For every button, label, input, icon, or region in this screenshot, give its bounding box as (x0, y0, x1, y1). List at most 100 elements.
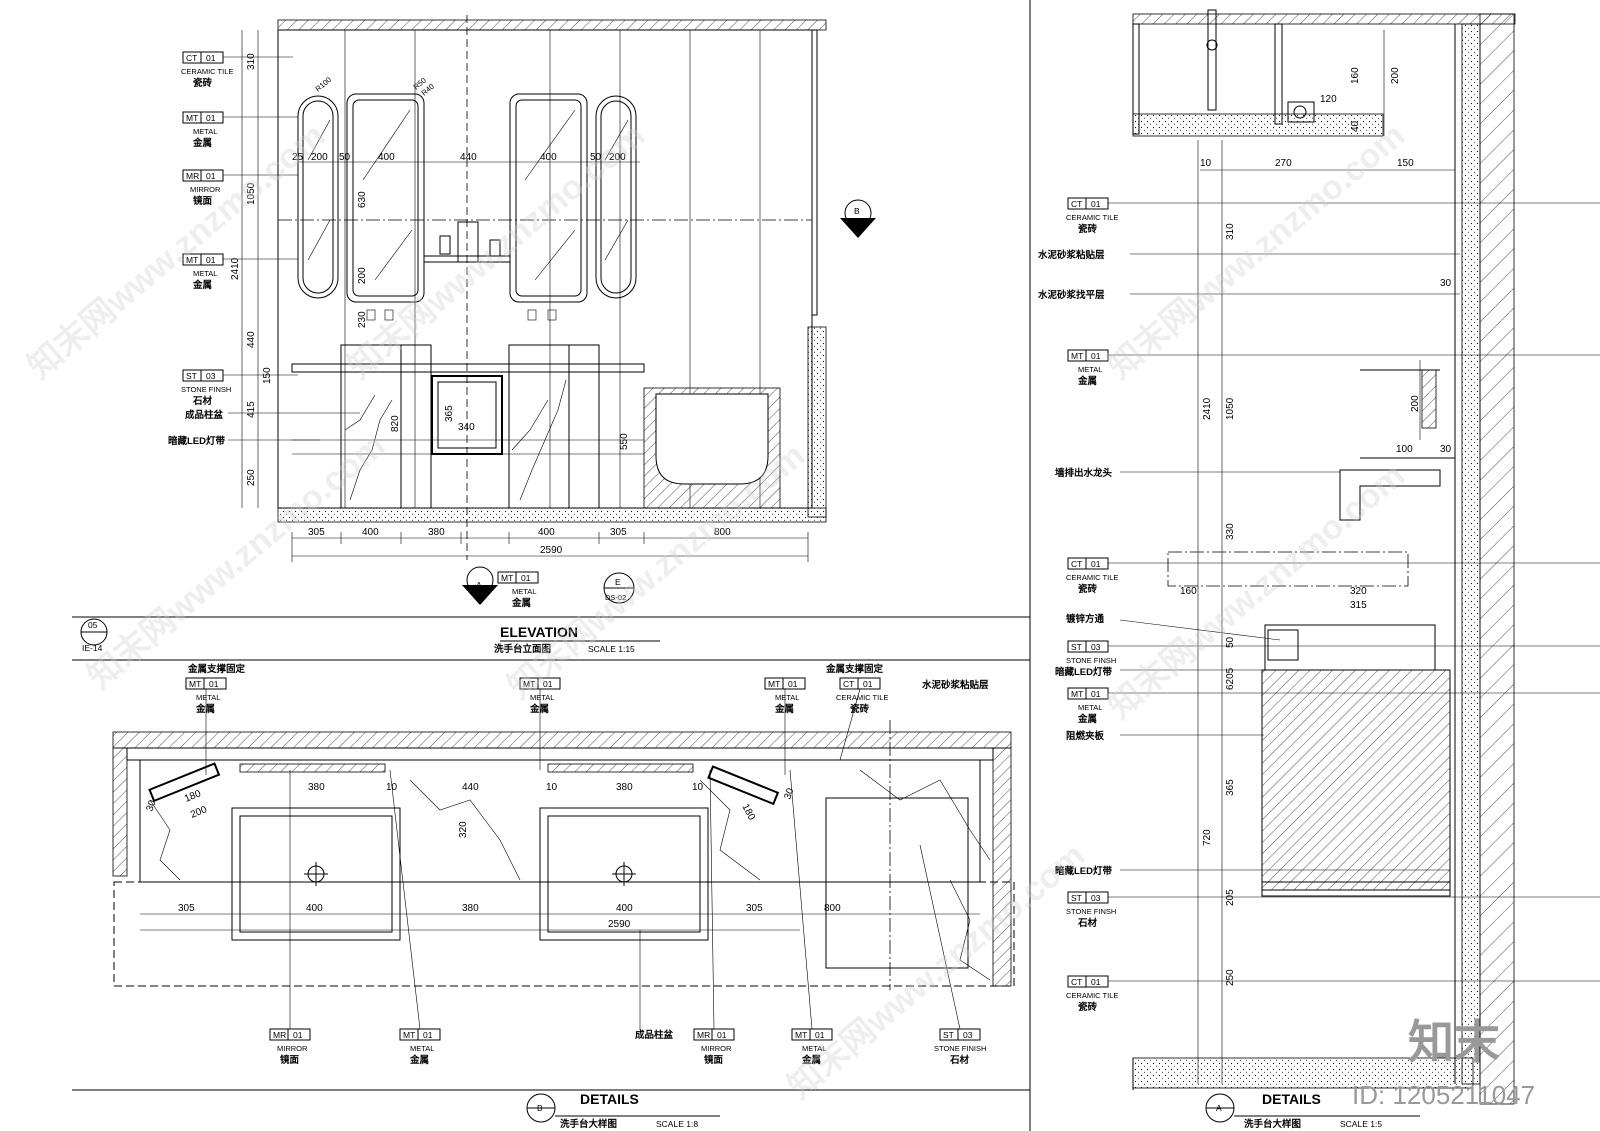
svg-text:金属: 金属 (511, 597, 531, 609)
svg-text:180: 180 (739, 802, 757, 822)
svg-text:暗藏LED灯带: 暗藏LED灯带 (1055, 865, 1113, 877)
svg-text:01: 01 (863, 679, 873, 689)
svg-text:100: 100 (1396, 444, 1413, 455)
svg-text:金属: 金属 (192, 137, 212, 149)
svg-text:380: 380 (462, 903, 479, 914)
elevation-tag-id: 05 (88, 620, 98, 630)
svg-text:暗藏LED灯带: 暗藏LED灯带 (168, 435, 226, 447)
svg-text:01: 01 (206, 255, 216, 265)
svg-text:水泥砂浆粘贴层: 水泥砂浆粘贴层 (922, 679, 989, 691)
svg-text:01: 01 (543, 679, 553, 689)
svg-text:金属: 金属 (1077, 375, 1097, 387)
svg-text:2410: 2410 (230, 257, 241, 280)
svg-text:320: 320 (1350, 586, 1367, 597)
svg-text:230: 230 (357, 311, 368, 328)
svg-text:01: 01 (788, 679, 798, 689)
svg-text:305: 305 (178, 903, 195, 914)
elevation-subtitle: 洗手台立面图 (494, 643, 551, 655)
svg-text:1050: 1050 (1225, 397, 1236, 420)
svg-text:知末网www.znzmo.com: 知末网www.znzmo.com (81, 426, 392, 696)
svg-text:MT: MT (186, 255, 198, 265)
svg-text:金属: 金属 (409, 1054, 429, 1066)
svg-text:315: 315 (1350, 600, 1367, 611)
svg-text:阻燃夹板: 阻燃夹板 (1066, 730, 1105, 742)
svg-text:ST: ST (943, 1030, 954, 1040)
plan-tag-id: B (537, 1103, 543, 1113)
svg-text:01: 01 (206, 171, 216, 181)
elevation-callouts (182, 51, 539, 584)
svg-text:820: 820 (390, 415, 401, 432)
svg-text:瓷砖: 瓷砖 (850, 703, 870, 715)
section-marker-a: A (476, 580, 482, 590)
svg-text:200: 200 (357, 267, 368, 284)
svg-text:2590: 2590 (608, 919, 631, 930)
svg-text:CT: CT (843, 679, 854, 689)
svg-text:METAL: METAL (410, 1044, 434, 1053)
svg-text:01: 01 (293, 1030, 303, 1040)
svg-text:MT: MT (501, 573, 513, 583)
svg-text:380: 380 (428, 527, 445, 538)
svg-text:440: 440 (462, 782, 479, 793)
svg-text:MT: MT (186, 113, 198, 123)
svg-text:METAL: METAL (775, 693, 799, 702)
svg-text:METAL: METAL (530, 693, 554, 702)
svg-text:340: 340 (458, 422, 475, 433)
svg-text:50: 50 (339, 152, 351, 163)
svg-text:石材: 石材 (949, 1054, 970, 1066)
svg-text:150: 150 (1397, 158, 1414, 169)
svg-text:01: 01 (717, 1030, 727, 1040)
svg-text:金属: 金属 (195, 703, 215, 715)
svg-text:MT: MT (403, 1030, 415, 1040)
svg-text:250: 250 (1225, 969, 1236, 986)
svg-text:金属支撑固定: 金属支撑固定 (187, 663, 246, 675)
svg-text:MIRROR: MIRROR (701, 1044, 732, 1053)
svg-text:365: 365 (1225, 779, 1236, 796)
svg-text:330: 330 (1225, 523, 1236, 540)
svg-text:01: 01 (815, 1030, 825, 1040)
svg-text:200: 200 (311, 152, 328, 163)
svg-text:310: 310 (246, 53, 257, 70)
svg-text:CERAMIC TILE: CERAMIC TILE (1066, 213, 1118, 222)
svg-text:30: 30 (144, 798, 158, 813)
svg-text:365: 365 (444, 405, 455, 422)
svg-text:瓷砖: 瓷砖 (193, 77, 213, 89)
svg-text:METAL: METAL (193, 269, 217, 278)
svg-text:MIRROR: MIRROR (277, 1044, 308, 1053)
svg-text:R100: R100 (314, 75, 334, 93)
plan-callouts (185, 677, 981, 1041)
svg-text:270: 270 (1275, 158, 1292, 169)
svg-text:01: 01 (1091, 977, 1101, 987)
svg-text:400: 400 (616, 903, 633, 914)
watermark: 知末网www.znzmo.com 知末网www.znzmo.com 知末网www… (21, 116, 1535, 1110)
svg-text:380: 380 (308, 782, 325, 793)
svg-text:MT: MT (1071, 351, 1083, 361)
svg-text:400: 400 (540, 152, 557, 163)
section-marker-e: E (615, 577, 621, 587)
svg-text:ST: ST (186, 371, 197, 381)
svg-text:380: 380 (616, 782, 633, 793)
svg-text:01: 01 (423, 1030, 433, 1040)
svg-text:METAL: METAL (512, 587, 536, 596)
elevation-tag-ref: IE-14 (82, 643, 103, 653)
svg-text:MR: MR (186, 171, 199, 181)
svg-text:1050: 1050 (246, 182, 257, 205)
svg-text:03: 03 (1091, 642, 1101, 652)
svg-text:METAL: METAL (1078, 365, 1102, 374)
svg-text:知末网www.znzmo.com: 知末网www.znzmo.com (21, 116, 332, 386)
svg-text:CERAMIC TILE: CERAMIC TILE (181, 67, 233, 76)
svg-text:120: 120 (1320, 94, 1337, 105)
svg-text:01: 01 (1091, 689, 1101, 699)
svg-text:160: 160 (1180, 586, 1197, 597)
svg-text:30: 30 (782, 786, 796, 801)
svg-text:160: 160 (1350, 67, 1361, 84)
svg-text:暗藏LED灯带: 暗藏LED灯带 (1055, 666, 1113, 678)
section-title: DETAILS (1262, 1091, 1321, 1107)
svg-text:6205: 6205 (1225, 667, 1236, 690)
plan-title: DETAILS (580, 1091, 639, 1107)
svg-text:250: 250 (246, 469, 257, 486)
svg-text:镀锌方通: 镀锌方通 (1066, 613, 1105, 625)
section-callouts (1067, 197, 1600, 988)
svg-text:MT: MT (1071, 689, 1083, 699)
svg-text:MIRROR: MIRROR (190, 185, 221, 194)
